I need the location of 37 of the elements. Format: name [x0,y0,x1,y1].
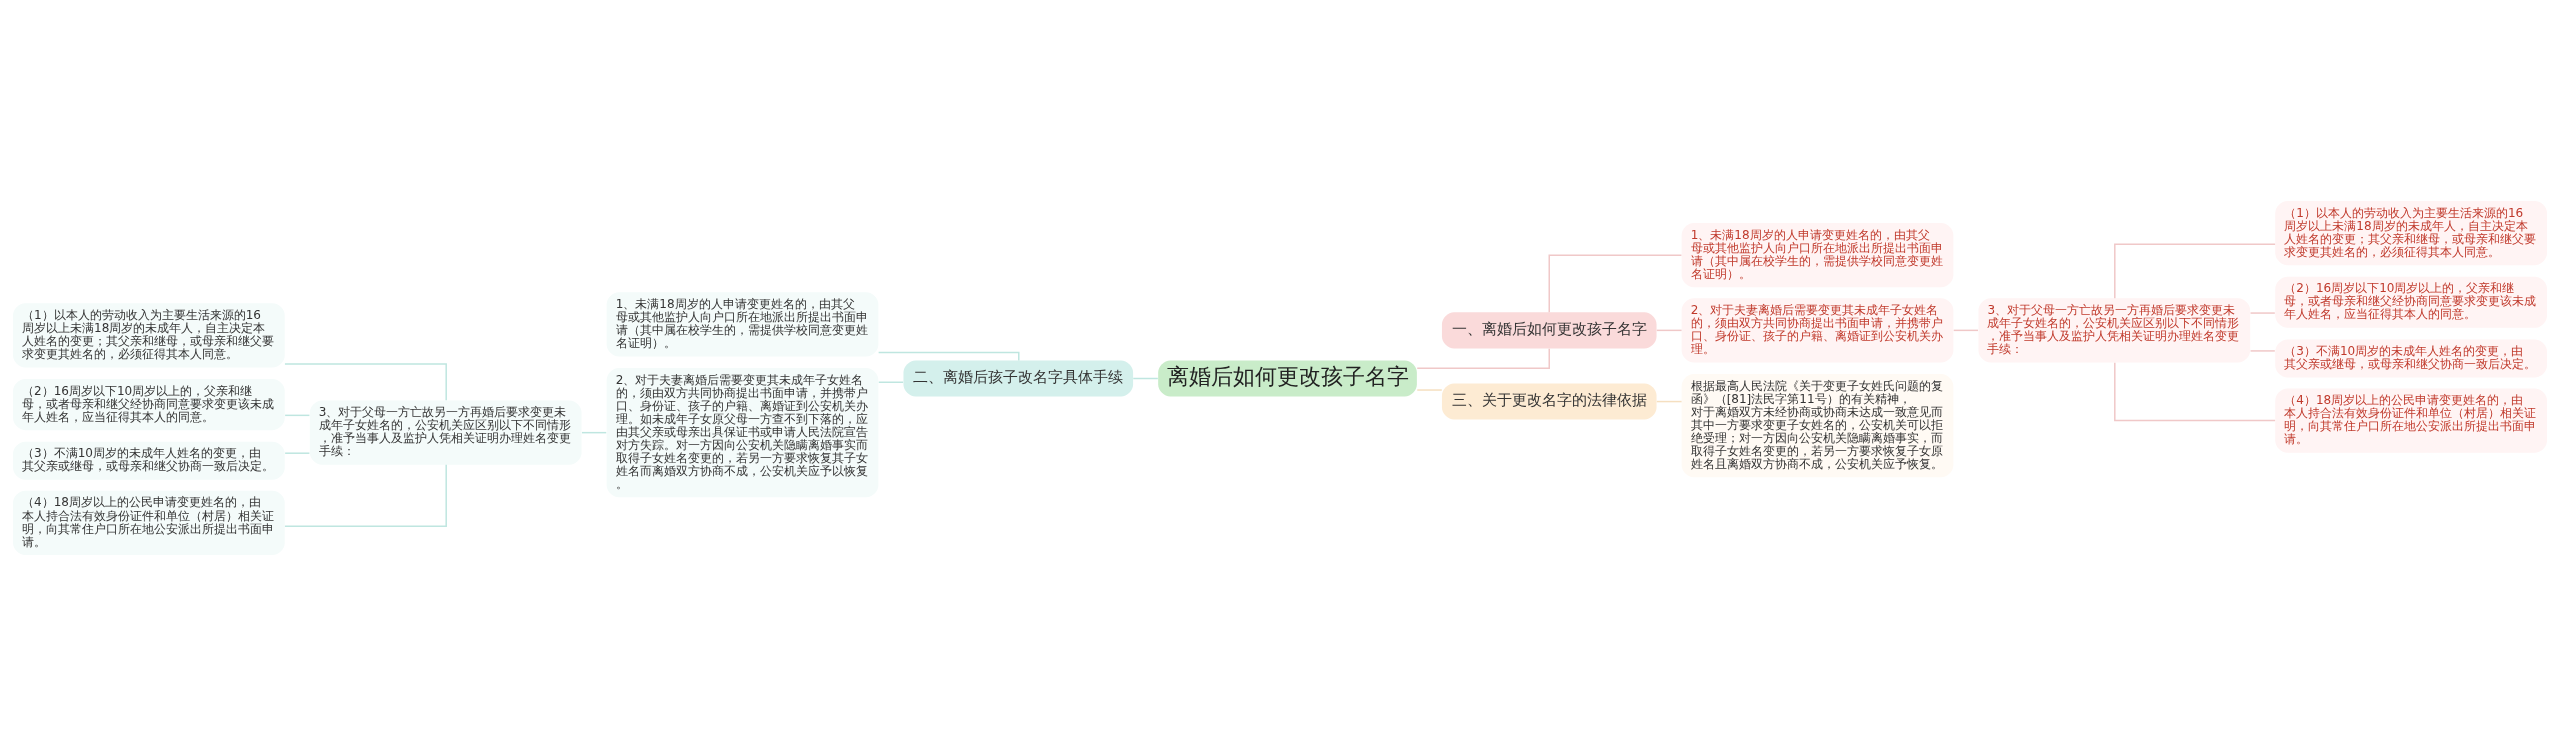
node-box: 3、对于父母一方亡故另一方再婚后要求变更未成年子女姓名的，公安机关应区别以下不同情形，准予当事人及监护人凭相关证明办理姓名变更手续： [1978,297,2251,362]
connector [581,431,607,433]
node-box: 1、未满18周岁的人申请变更姓名的，由其父母或其他监护人向户口所在地派出所提出书面申请（其中属在校学生的，需提供学校同意变更姓名证明）。 [1681,222,1954,287]
connector [1548,253,1683,313]
connector [2249,311,2276,314]
node-box: （1）以本人的劳动收入为主要生活来源的16周岁以上未满18周岁的未成年人，自主决定本人姓名的变更；其父亲和继母，或母亲和继父要求变更其姓名的，必须征得其本人同意。 [13,302,285,367]
node-box: 一、离婚后如何更改孩子名字 [1441,311,1657,348]
connector [877,351,1020,361]
node-box: （2）16周岁以下10周岁以上的，父亲和继母，或者母亲和继父经协商同意要求变更该未成年人姓名，应当征得其本人的同意。 [13,378,285,430]
node-box: （4）18周岁以上的公民申请变更姓名的，由本人持合法有效身份证件和单位（村居）相关证明，向其常住户口所在地公安派出所提出书面申请。 [2275,388,2547,453]
connector [284,451,311,454]
connector [1416,388,1443,391]
node-box: 离婚后如何更改孩子名字 [1158,359,1417,397]
connector [2114,361,2276,421]
connector [1416,347,1550,369]
node-box: 3、对于父母一方亡故另一方再婚后要求变更未成年子女姓名的，公安机关应区别以下不同情形，准予当事人及监护人凭相关证明办理姓名变更手续： [309,400,582,465]
node-box: （2）16周岁以下10周岁以上的，父亲和继母，或者母亲和继父经协商同意要求变更该未成年人姓名，应当征得其本人的同意。 [2275,276,2547,328]
node-box: （3）不满10周岁的未成年人姓名的变更，由其父亲或继母，或母亲和继父协商一致后决定。 [2275,338,2547,377]
connector [1656,400,1683,402]
node-box: （3）不满10周岁的未成年人姓名的变更，由其父亲或继母，或母亲和继父协商一致后决定。 [13,441,285,480]
connector [878,381,904,383]
connector [2249,349,2276,352]
connector [284,362,447,401]
connector [1953,329,1979,331]
connector [284,463,447,527]
node-box: 二、离婚后孩子改名字具体手续 [903,359,1134,397]
connector [2114,242,2276,299]
node-box: 根据最高人民法院《关于变更子女姓氏问题的复函》（[81]法民字第11号）的有关精神，对于离婚双方未经协商或协商未达成一致意见而其中一方要求变更子女姓名的，公安机关可以拒绝受理；对一方因向公安机关隐瞒离婚事实，而取得子女姓名变更的，若另一方要求恢复子女原姓名且离婚双方协商不成，公安机关应予恢复。 [1681,373,1954,477]
connector [284,414,311,416]
node-box: （1）以本人的劳动收入为主要生活来源的16周岁以上未满18周岁的未成年人，自主决定本人姓名的变更；其父亲和继母，或母亲和继父要求变更其姓名的，必须征得其本人同意。 [2275,200,2547,265]
connector [1132,377,1159,379]
node-box: 1、未满18周岁的人申请变更姓名的，由其父母或其他监护人向户口所在地派出所提出书面申请（其中属在校学生的，需提供学校同意变更姓名证明）。 [606,291,879,356]
node-box: 2、对于夫妻离婚后需要变更其未成年子女姓名的，须由双方共同协商提出书面申请，并携带户口、身份证、孩子的户籍、离婚证到公安机关办理。如未成年子女原父母一方查不到下落的，应由其父亲或母亲出具保证书或申请人民法院宣告对方失踪。对一方因向公安机关隐瞒离婚事实而取得子女姓名变更的，若另一方要求恢复其子女姓名而离婚双方协商不成，公安机关应予以恢复。 [606,367,879,497]
connector [1656,329,1683,331]
node-box: （4）18周岁以上的公民申请变更姓名的，由本人持合法有效身份证件和单位（村居）相关证明，向其常住户口所在地公安派出所提出书面申请。 [13,490,285,555]
node-box: 2、对于夫妻离婚后需要变更其未成年子女姓名的，须由双方共同协商提出书面申请，并携带户口、身份证、孩子的户籍、离婚证到公安机关办理。 [1681,297,1954,362]
node-box: 三、关于更改名字的法律依据 [1441,383,1657,420]
